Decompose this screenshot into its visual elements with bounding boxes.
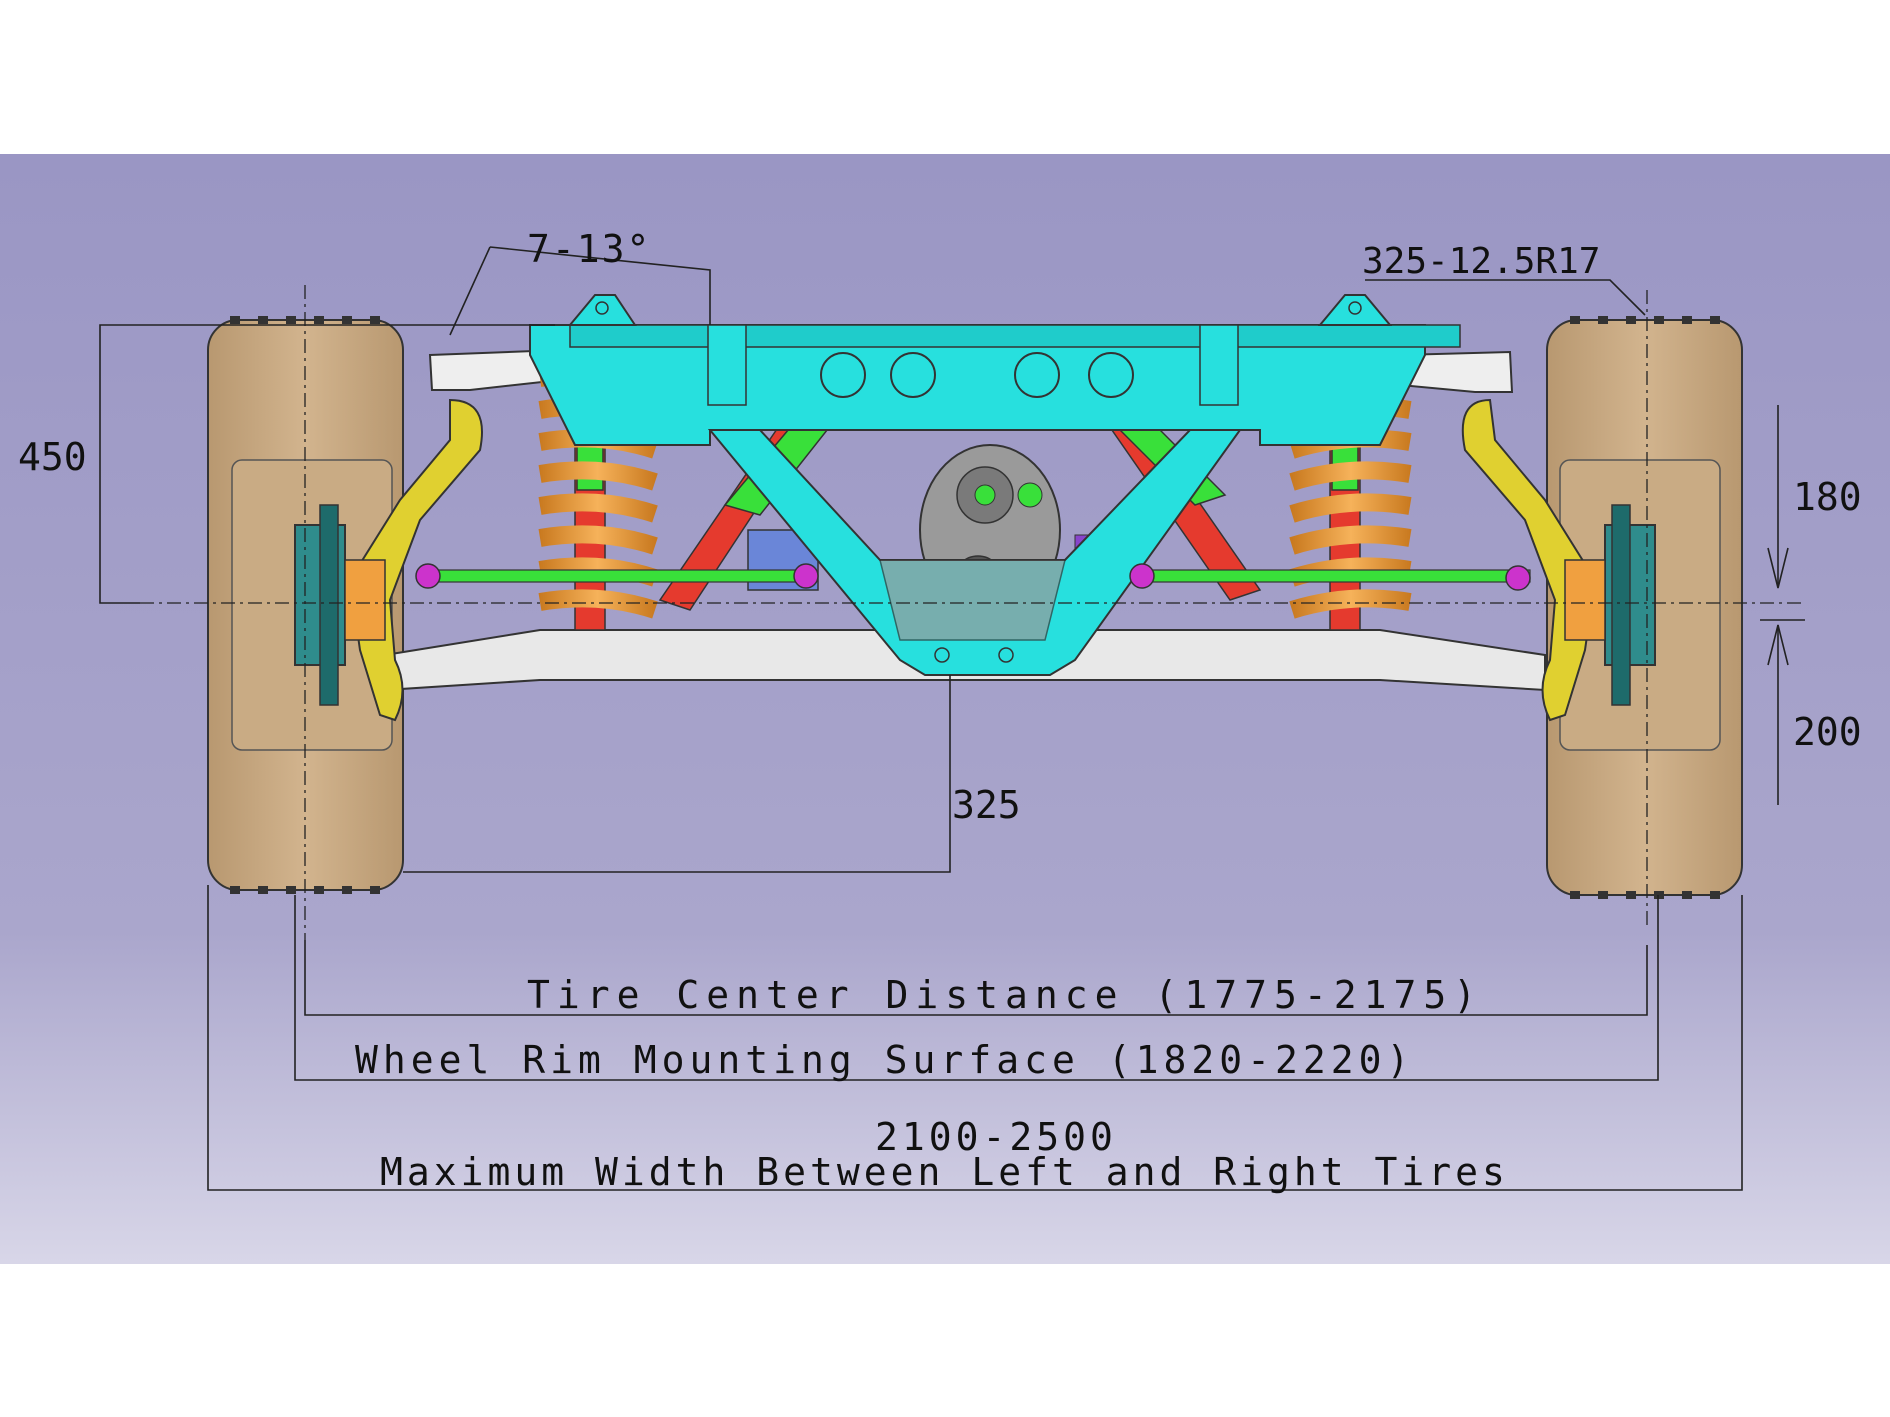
height-450-label: 450 — [18, 435, 87, 479]
tire-center-distance-label: Tire Center Distance (1775-2175) — [527, 973, 1483, 1017]
left-outer-joint — [415, 563, 441, 589]
maximum-width-caption-label: Maximum Width Between Left and Right Tir… — [380, 1150, 1509, 1194]
offset-325-dimension — [403, 675, 951, 873]
camber-leader — [489, 246, 711, 325]
tire-spec-leader — [1365, 279, 1646, 316]
left-inner-joint — [793, 563, 819, 589]
height-450-dimension — [99, 324, 555, 604]
right-outer-joint — [1505, 565, 1531, 591]
travel-down-200-label: 200 — [1793, 710, 1862, 754]
tire-center-distance-dimension — [304, 940, 1648, 1016]
tire-spec-label: 325-12.5R17 — [1362, 241, 1600, 282]
right-inner-joint — [1129, 563, 1155, 589]
wheel-rim-mounting-surface-label: Wheel Rim Mounting Surface (1820-2220) — [355, 1038, 1414, 1082]
wheel-travel-dimension — [1760, 405, 1805, 805]
tie-rod — [415, 563, 1531, 591]
camber-angle-label: 7-13° — [527, 227, 651, 271]
right-knuckle — [1461, 398, 1656, 722]
left-knuckle — [294, 398, 483, 722]
subframe — [529, 294, 1461, 676]
offset-325-label: 325 — [952, 783, 1021, 827]
maximum-width-value-label: 2100-2500 — [875, 1115, 1117, 1159]
maximum-width-dimension — [207, 885, 1743, 1191]
wheel-rim-mounting-surface-dimension — [294, 895, 1659, 1081]
travel-up-180-label: 180 — [1793, 475, 1862, 519]
